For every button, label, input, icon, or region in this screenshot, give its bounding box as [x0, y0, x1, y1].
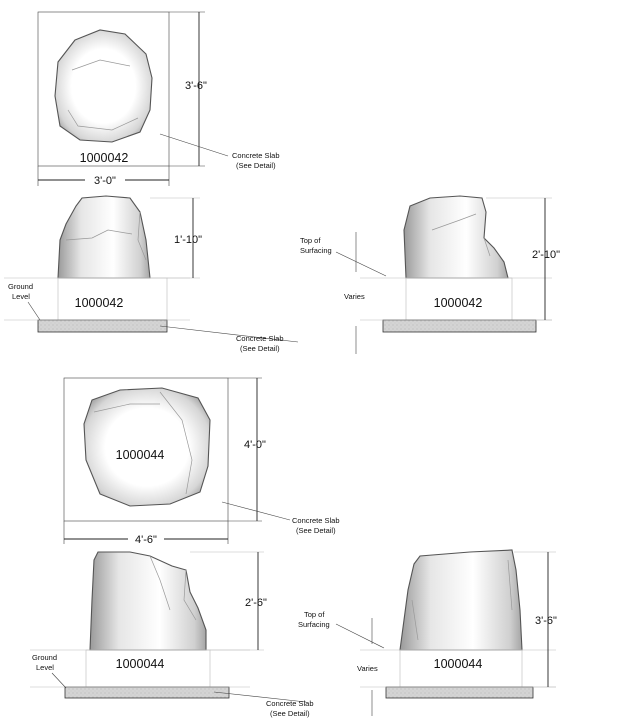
surfacing-leader: [335, 251, 387, 277]
plan-view-1000044: 1000044 4'-0" 4'-6" Concrete Slab (See D…: [63, 377, 340, 546]
ground-leader: [27, 301, 41, 321]
slab-label: Concrete Slab: [236, 334, 284, 343]
width-dimension: 4'-6": [135, 534, 157, 546]
boulder-plan-shape: [54, 29, 153, 143]
boulder-edge-detail: [431, 213, 477, 231]
height-dimension: 1'-10": [174, 234, 202, 246]
slab-label-detail: (See Detail): [236, 161, 276, 170]
elevation-right-1000042: 1000042 2'-10" Top of Surfacing Varies: [300, 195, 560, 354]
height-dimension: 4'-0": [244, 439, 266, 451]
slab-leader: [213, 691, 307, 703]
boulder-code: 1000044: [116, 448, 165, 462]
slab-label-detail: (See Detail): [240, 344, 280, 353]
boulder-code: 1000042: [434, 296, 483, 310]
width-dimension: 3'-0": [94, 175, 116, 187]
boulder-elevation-shape: [399, 549, 523, 651]
varies-label: Varies: [344, 292, 365, 301]
slab-leader: [221, 501, 291, 521]
slab-outline: [37, 11, 170, 167]
slab-leader: [159, 325, 299, 343]
elevation-right-1000044: 1000044 3'-6" Top of Surfacing Varies: [298, 549, 557, 716]
slab-outline: [63, 377, 229, 522]
boulder-code: 1000044: [116, 657, 165, 671]
boulder-edge-detail: [149, 555, 171, 611]
concrete-slab: [64, 686, 230, 699]
slab-label-detail: (See Detail): [270, 709, 310, 718]
height-dimension: 3'-6": [185, 80, 207, 92]
plan-view-1000042: 1000042 3'-6" 3'-0" Concrete Slab (See D…: [37, 11, 280, 187]
boulder-code: 1000042: [75, 296, 124, 310]
boulder-elevation-shape: [89, 551, 207, 651]
boulder-edge-detail: [71, 59, 131, 71]
boulder-code: 1000044: [434, 657, 483, 671]
ground-label-level: Level: [12, 292, 30, 301]
height-dimension: 2'-6": [245, 597, 267, 609]
slab-label: Concrete Slab: [232, 151, 280, 160]
height-dimension: 2'-10": [532, 249, 560, 261]
height-dimension: 3'-6": [535, 615, 557, 627]
boulder-edge-detail: [507, 559, 513, 611]
surfacing-label-2: Surfacing: [300, 246, 332, 255]
slab-label: Concrete Slab: [266, 699, 314, 708]
boulder-edge-detail: [93, 403, 160, 413]
slab-label: Concrete Slab: [292, 516, 340, 525]
slab-leader: [159, 133, 229, 157]
ground-label: Ground: [32, 653, 57, 662]
boulder-edge-detail: [137, 211, 147, 261]
elevation-left-1000042: 1000042 1'-10" Ground Level Concrete Sla…: [4, 195, 299, 353]
elevation-left-1000044: 1000044 2'-6" Ground Level Concrete Slab…: [30, 551, 314, 718]
concrete-slab: [385, 686, 534, 699]
boulder-edge-detail: [67, 109, 139, 131]
boulder-edge-detail: [411, 599, 419, 641]
boulder-edge-detail: [183, 569, 197, 621]
surfacing-label: Top of: [304, 610, 325, 619]
surfacing-label: Top of: [300, 236, 321, 245]
concrete-slab: [382, 319, 537, 333]
boulder-plan-shape: [83, 387, 211, 507]
concrete-slab: [37, 319, 168, 333]
surfacing-leader: [335, 623, 385, 649]
boulder-edge-detail: [65, 229, 133, 241]
varies-label: Varies: [357, 664, 378, 673]
boulder-code: 1000042: [80, 151, 129, 165]
boulder-edge-detail: [159, 391, 193, 495]
ground-leader: [51, 672, 67, 689]
slab-label-detail: (See Detail): [296, 526, 336, 535]
boulder-edge-detail: [483, 237, 491, 257]
boulder-elevation-shape: [57, 195, 151, 279]
ground-label-level: Level: [36, 663, 54, 672]
ground-label: Ground: [8, 282, 33, 291]
surfacing-label-2: Surfacing: [298, 620, 330, 629]
boulder-elevation-shape: [403, 195, 509, 279]
